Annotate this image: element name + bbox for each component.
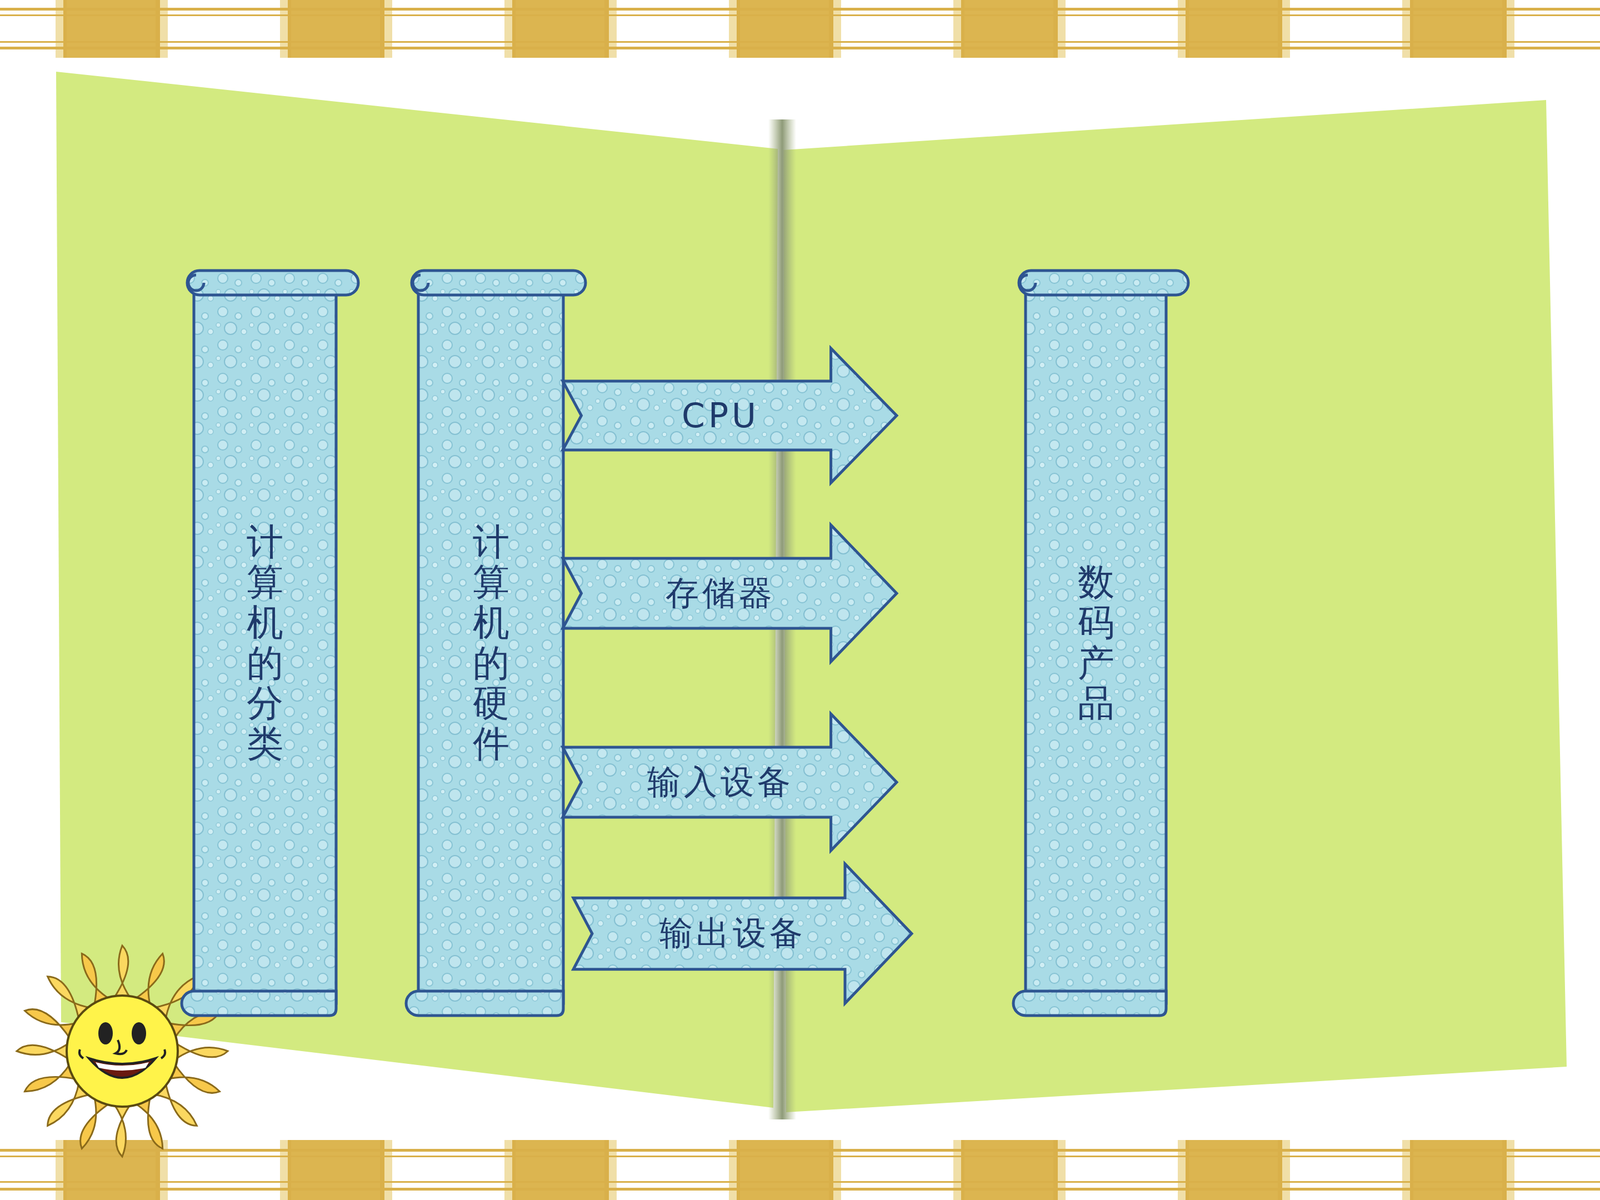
arrow-shape xyxy=(573,863,912,1004)
sun-ray xyxy=(152,976,198,1022)
text-area: 数码产品 xyxy=(1025,303,1167,983)
scroll-body xyxy=(1025,282,1167,1004)
sun-ray xyxy=(47,1081,93,1127)
sun-ray xyxy=(166,1062,220,1093)
text-area: 计算机的硬件 xyxy=(418,303,564,983)
arrow-label: CPU xyxy=(681,396,760,435)
scroll-bottom-roll xyxy=(406,991,564,1016)
scroll-curl xyxy=(188,275,204,1012)
sun-ray xyxy=(24,1062,78,1092)
scroll-top-roll xyxy=(411,270,586,295)
scroll-body xyxy=(193,282,337,1004)
arrow-box: 存储器 xyxy=(561,523,899,664)
text-area: 计算机的分类 xyxy=(193,303,337,983)
arrow-box: CPU xyxy=(561,346,899,485)
arrow-shape xyxy=(562,713,897,851)
vertical-label: 计算机的分类 xyxy=(246,522,284,765)
scroll-body xyxy=(418,282,564,1004)
scroll-curl xyxy=(412,275,429,1012)
scroll-top-roll xyxy=(1018,270,1189,295)
scroll-bottom-roll xyxy=(181,991,337,1016)
scroll-box: 计算机的分类 xyxy=(181,270,360,1016)
sun-ray xyxy=(81,953,111,1007)
text-area: 输入设备 xyxy=(584,747,857,818)
sun-ray xyxy=(166,1010,220,1040)
scroll-bottom-roll xyxy=(1013,991,1167,1016)
vertical-label: 数码产品 xyxy=(1077,562,1115,724)
sun-ray xyxy=(174,1042,228,1060)
sun-ray xyxy=(113,945,132,999)
sun-ray xyxy=(24,1009,78,1040)
scroll-top-roll xyxy=(187,270,359,295)
sun-ray xyxy=(80,1095,111,1149)
arrow-label: 输入设备 xyxy=(647,760,794,805)
arrow-label: 存储器 xyxy=(665,571,776,617)
text-area: 输出设备 xyxy=(595,897,871,970)
arrow-shape xyxy=(562,525,897,662)
arrow-shape xyxy=(562,348,897,483)
sun-ray xyxy=(47,976,93,1022)
arrow-box: 输入设备 xyxy=(561,712,899,853)
vertical-label: 计算机的硬件 xyxy=(472,522,510,765)
arrow-box: 输出设备 xyxy=(571,862,914,1005)
sun-ray xyxy=(152,1081,198,1127)
scroll-box: 数码产品 xyxy=(1013,270,1190,1016)
text-area: CPU xyxy=(584,381,857,450)
sun-ray xyxy=(133,1095,163,1149)
sun-ray xyxy=(133,953,164,1007)
text-area: 存储器 xyxy=(584,558,857,629)
scroll-curl xyxy=(1020,275,1036,1012)
sun-ray xyxy=(16,1042,70,1060)
sun-ray xyxy=(113,1103,132,1157)
arrow-label: 输出设备 xyxy=(659,911,807,957)
scroll-box: 计算机的硬件 xyxy=(406,270,587,1016)
